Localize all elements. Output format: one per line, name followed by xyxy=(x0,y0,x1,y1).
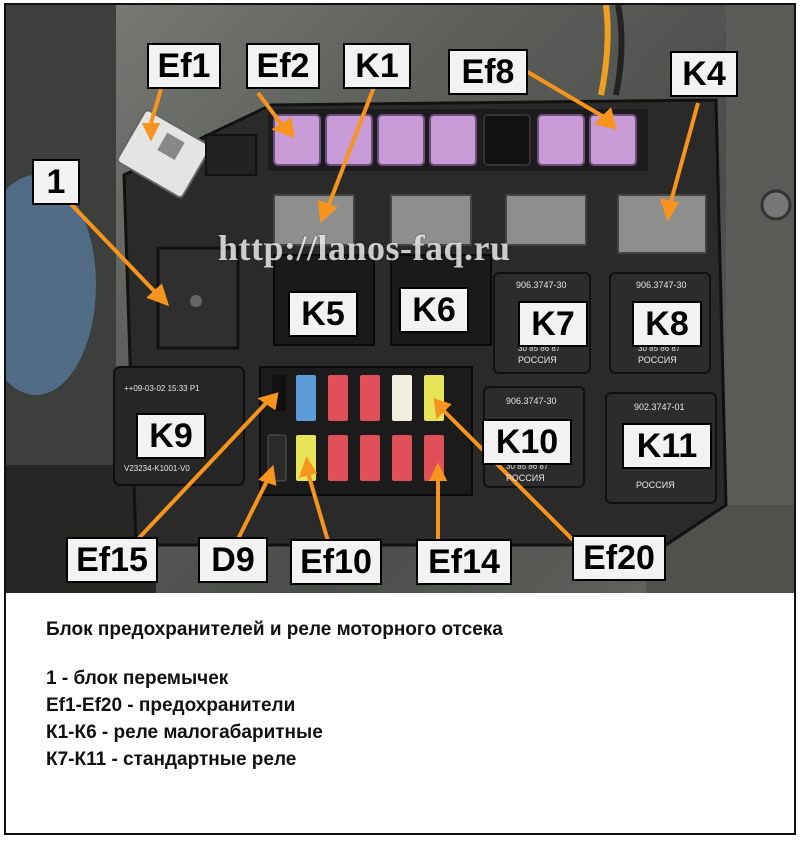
callout-k10: K10 xyxy=(482,419,572,465)
mini-fuse-white xyxy=(392,375,412,421)
maxi-fuse xyxy=(377,114,425,166)
mini-fuse-red xyxy=(360,435,380,481)
callout-d9: D9 xyxy=(198,537,268,583)
arrow-d9 xyxy=(236,478,270,540)
arrowhead-ef2 xyxy=(271,117,295,139)
mini-relay-k3 xyxy=(505,194,587,246)
arrowhead-ef10 xyxy=(298,456,318,478)
fuse-box-photo: http://lanos-faq.ru 906.3747-30 30 85 86… xyxy=(6,5,794,593)
legend-item: Ef1-Ef20 - предохранители xyxy=(46,695,296,716)
callout-ef20: Ef20 xyxy=(572,535,666,581)
figure-page: http://lanos-faq.ru 906.3747-30 30 85 86… xyxy=(4,3,796,835)
callout-k8: K8 xyxy=(632,301,702,347)
relay-k11-country: РОССИЯ xyxy=(636,480,675,490)
maxi-fuse xyxy=(429,114,477,166)
arrow-ef8 xyxy=(524,69,606,119)
legend-item: К1-К6 - реле малогабаритные xyxy=(46,722,323,743)
arrowhead-k4 xyxy=(660,198,680,222)
wire-orange xyxy=(598,5,611,96)
watermark: http://lanos-faq.ru xyxy=(218,228,511,268)
arrow-ef1 xyxy=(149,88,163,124)
arrowhead-jumper xyxy=(146,283,170,307)
empty-fuse-slot xyxy=(483,114,531,166)
callout-k7: K7 xyxy=(518,301,588,347)
relay-k8-part-number: 906.3747-30 xyxy=(636,280,687,290)
relay-k7-pins: 30 85 86 87 xyxy=(518,344,561,353)
relay-k10-country: РОССИЯ xyxy=(506,473,545,483)
legend-item: 1 - блок перемычек xyxy=(46,668,229,689)
relay-k11-part-number: 902.3747-01 xyxy=(634,402,685,412)
arrowhead-ef8 xyxy=(594,107,617,130)
callout-k5: K5 xyxy=(288,291,358,337)
callout-k6: K6 xyxy=(399,287,469,333)
mini-relay-k2 xyxy=(390,194,472,246)
arrowhead-k1 xyxy=(317,200,338,224)
bolt xyxy=(760,189,792,221)
callout-ef10: Ef10 xyxy=(290,539,382,585)
callout-ef8: Ef8 xyxy=(448,49,528,95)
callout-ef1: Ef1 xyxy=(147,43,221,89)
relay-k10-part-number: 906.3747-30 xyxy=(506,396,557,406)
callout-k4: K4 xyxy=(670,51,738,97)
legend-title: Блок предохранителей и реле моторного от… xyxy=(46,619,503,640)
mini-fuse-red xyxy=(328,375,348,421)
callout-arrows xyxy=(66,69,700,547)
arrow-k1 xyxy=(326,86,376,208)
arrow-jumper xyxy=(66,199,158,295)
mini-relay-k4 xyxy=(617,194,707,254)
arrowhead-ef14 xyxy=(428,462,448,481)
arrowhead-ef20 xyxy=(433,398,452,420)
arrowhead-ef15 xyxy=(257,392,279,411)
relay-k9-part-number: V23234-K1001-V0 xyxy=(124,464,190,473)
relay-k9-date-code: ++09-03-02 15:33 P1 xyxy=(124,384,200,393)
mini-fuse-blue xyxy=(296,375,316,421)
callout-ef14: Ef14 xyxy=(416,539,512,585)
callout-k11: K11 xyxy=(622,423,712,469)
legend: Блок предохранителей и реле моторного от… xyxy=(46,619,774,773)
callout-ef2: Ef2 xyxy=(246,43,320,89)
mini-fuse-red xyxy=(328,435,348,481)
arrow-ef10 xyxy=(306,472,330,542)
arrow-ef2 xyxy=(256,91,284,127)
arrowhead-d9 xyxy=(258,464,277,486)
blue-reservoir xyxy=(6,175,96,395)
cartridge-fuse-ef1 xyxy=(116,109,211,199)
mini-fuse-red xyxy=(392,435,412,481)
wire-black xyxy=(613,5,625,96)
arrow-k4 xyxy=(668,102,700,206)
maxi-fuse xyxy=(537,114,585,166)
mini-relay-k1 xyxy=(273,194,355,246)
callout-k1: K1 xyxy=(343,43,411,89)
mini-fuse-red xyxy=(360,375,380,421)
relay-k8-country: РОССИЯ xyxy=(638,355,677,365)
right-bay-wall xyxy=(726,5,794,593)
relay-k10-pins: 30 85 86 87 xyxy=(506,462,549,471)
arrow-ef20 xyxy=(442,409,580,547)
legend-item: К7-К11 - стандартные реле xyxy=(46,749,297,770)
ef1-holder xyxy=(205,134,257,176)
relay-k8-pins: 30 85 86 87 xyxy=(638,344,681,353)
arrow-ef15 xyxy=(136,399,270,541)
relay-k7-country: РОССИЯ xyxy=(518,355,557,365)
callout-ef15: Ef15 xyxy=(66,537,158,583)
arrowhead-ef1 xyxy=(141,123,161,142)
relay-k7-part-number: 906.3747-30 xyxy=(516,280,567,290)
callout-k9: K9 xyxy=(136,413,206,459)
callout-jumper-block: 1 xyxy=(32,159,80,205)
jumper-screw xyxy=(190,295,202,307)
